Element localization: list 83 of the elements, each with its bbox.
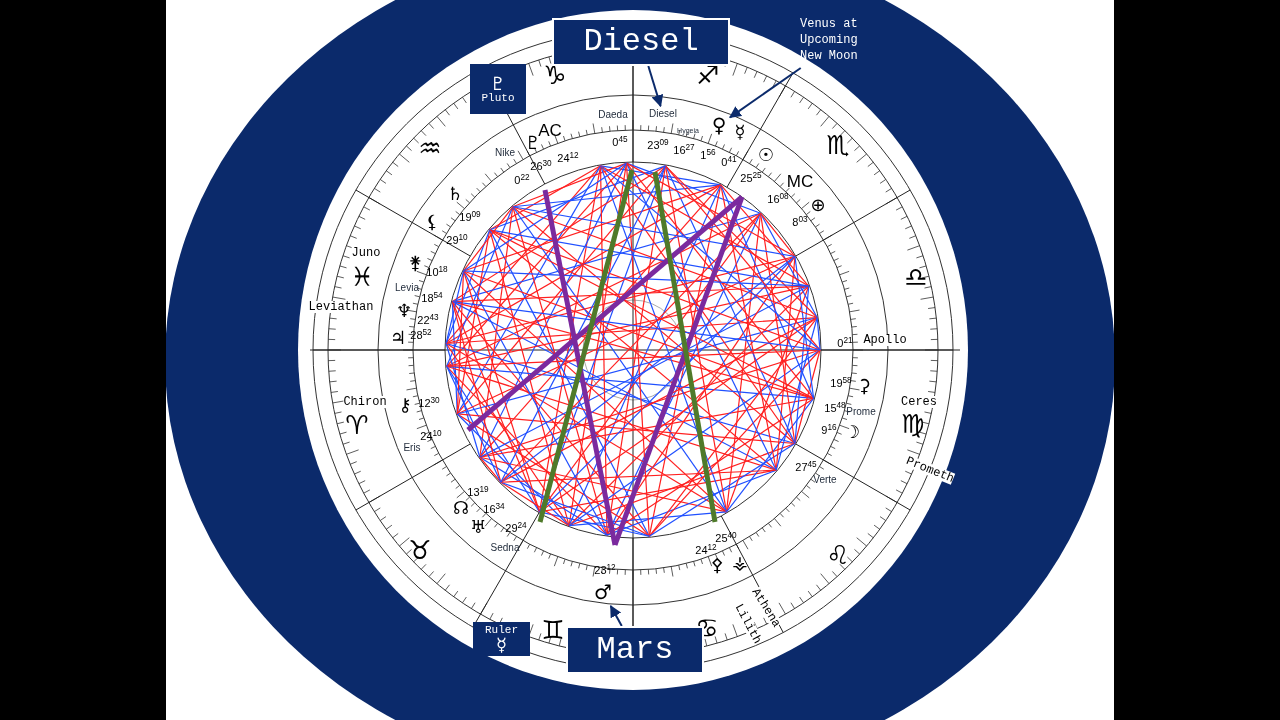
point-label: Apollo [863, 334, 907, 346]
astro-glyph: ♓ [350, 264, 374, 290]
tag-box [473, 622, 530, 656]
planet-glyph: ♂ [590, 578, 616, 606]
degree-label: 22$^{43}$ [417, 314, 439, 326]
point-label: Sedna [490, 543, 520, 553]
callout-box: Diesel [552, 18, 730, 66]
point-label: Daeda [598, 110, 628, 120]
astro-glyph: ♅ [469, 518, 487, 536]
astro-glyph: ♈ [345, 412, 369, 438]
point-label: AC [538, 121, 562, 139]
degree-label: 29$^{24}$ [505, 522, 527, 534]
astro-glyph: ⚵ [408, 254, 422, 272]
astro-glyph: ♍ [901, 411, 925, 437]
astro-glyph: ♉ [408, 537, 432, 563]
arrow [729, 67, 802, 119]
astro-glyph: ♏ [826, 132, 850, 158]
planet-glyph: ♇ [489, 74, 507, 93]
degree-label: 24$^{12}$ [557, 152, 579, 164]
degree-label: 23$^{12}$ [594, 564, 616, 576]
point-label: Prome [846, 407, 876, 417]
degree-label: 13$^{19}$ [467, 486, 489, 498]
degree-label: 16$^{08}$ [767, 193, 789, 205]
astro-glyph: ☉ [757, 146, 775, 164]
astro-glyph: ♃ [389, 329, 407, 347]
degree-label: 24$^{12}$ [695, 544, 717, 556]
degree-label: 1$^{56}$ [700, 149, 716, 161]
astro-glyph: ♎ [904, 264, 928, 290]
point-label: Juno [351, 247, 381, 259]
point-label: Verte [813, 475, 837, 485]
astro-glyph: ⚳ [857, 377, 871, 395]
astro-glyph: ⊕ [810, 196, 826, 214]
degree-label: 0$^{45}$ [612, 136, 628, 148]
planet-glyph: ☿ [495, 635, 508, 654]
point-label: Levia [395, 283, 419, 293]
degree-label: 16$^{27}$ [673, 144, 695, 156]
astro-glyph: ♒ [418, 135, 442, 161]
astro-glyph: ♌ [826, 542, 850, 568]
point-label: Leviathan [308, 301, 374, 313]
degree-label: 0$^{22}$ [514, 174, 530, 186]
callout-note: Venus at Upcoming New Moon [800, 16, 876, 68]
degree-label: 12$^{30}$ [418, 397, 440, 409]
point-label: Chiron [343, 396, 387, 408]
degree-label: 16$^{34}$ [483, 503, 505, 515]
astro-glyph: ⚷ [398, 396, 412, 414]
degree-label: 10$^{18}$ [426, 266, 448, 278]
degree-label: 29$^{10}$ [446, 234, 468, 246]
astro-glyph: ☊ [453, 499, 469, 517]
point-label: Eris [403, 443, 421, 453]
tag-label: Pluto [481, 92, 515, 104]
tag-label: Ruler [485, 624, 518, 636]
degree-label: 15$^{48}$ [824, 402, 846, 414]
degree-label: 24$^{10}$ [420, 430, 442, 442]
degree-label: 27$^{45}$ [795, 461, 817, 473]
astro-glyph: ♄ [446, 185, 464, 203]
arrow [647, 65, 664, 108]
degree-label: 25$^{25}$ [740, 172, 762, 184]
tag-box [470, 64, 526, 114]
degree-label: 25$^{40}$ [715, 532, 737, 544]
astro-glyph: ⚸ [425, 213, 439, 231]
point-label: Ceres [901, 396, 937, 408]
astro-glyph: ♆ [395, 302, 413, 320]
degree-label: 18$^{54}$ [421, 292, 443, 304]
astro-glyph: ⚶ [732, 554, 748, 572]
point-label: MC [786, 172, 814, 190]
degree-label: 0$^{41}$ [721, 156, 737, 168]
point-label: Diesel [645, 106, 681, 122]
astro-glyph: ⚴ [710, 556, 724, 574]
degree-label: 28$^{52}$ [410, 329, 432, 341]
degree-label: 26$^{30}$ [530, 160, 552, 172]
astro-glyph: ☽ [843, 423, 861, 441]
degree-label: 19$^{09}$ [459, 211, 481, 223]
degree-label: 9$^{16}$ [821, 424, 837, 436]
astro-glyph: ♊ [541, 617, 565, 643]
degree-label: 0$^{21}$ [837, 337, 853, 349]
callout-box: Mars [566, 626, 704, 674]
astro-glyph: ☿ [734, 123, 746, 141]
degree-label: 23$^{09}$ [647, 139, 669, 151]
arrow [609, 604, 623, 627]
degree-label: 19$^{58}$ [830, 377, 852, 389]
point-label: Nike [495, 148, 515, 158]
planet-glyph: ♀ [708, 112, 730, 138]
degree-label: 8$^{03}$ [792, 216, 808, 228]
